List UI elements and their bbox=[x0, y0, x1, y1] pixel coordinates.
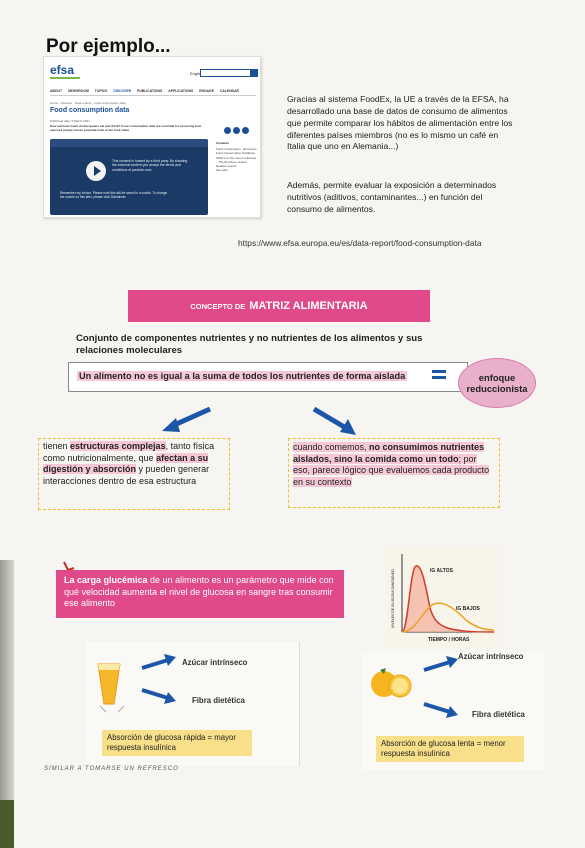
search-input bbox=[200, 69, 256, 77]
source-url: https://www.efsa.europa.eu/es/data-repor… bbox=[238, 238, 482, 248]
sidebar-item: Related reports bbox=[216, 163, 237, 168]
juice-result: Absorción de glucosa rápida = mayor resp… bbox=[102, 730, 252, 757]
efsa-lede: How and how much do Europeans eat and dr… bbox=[50, 124, 202, 132]
glass-shadow-icon bbox=[99, 705, 125, 713]
sidebar-item: See also bbox=[216, 168, 228, 173]
note-text: y pueden generar interacciones dentro de… bbox=[43, 464, 210, 487]
sidebar-item: Food consumption · European Food Consump… bbox=[216, 147, 257, 156]
equals-icon bbox=[432, 370, 446, 380]
play-icon bbox=[86, 161, 106, 181]
nav-item: PUBLICATIONS bbox=[137, 89, 163, 93]
glycemic-definition: de un alimento es un parámetro que mide … bbox=[64, 575, 334, 609]
arrow-down-right-icon bbox=[312, 406, 356, 435]
low-ig-curve bbox=[401, 602, 495, 633]
concept-name: MATRIZ ALIMENTARIA bbox=[249, 300, 368, 312]
whole-food-note: cuando comemos, no consumimos nutrientes… bbox=[288, 438, 500, 508]
glycemic-term: La carga glucémica bbox=[64, 575, 148, 585]
arrow-down-left-icon bbox=[162, 406, 212, 432]
facebook-icon bbox=[224, 127, 231, 134]
matrix-definition: Conjunto de componentes nutrientes y no … bbox=[76, 333, 423, 356]
video-title-bar bbox=[50, 139, 208, 147]
twitter-icon bbox=[233, 127, 240, 134]
statement-text: Un alimento no es igual a la suma de tod… bbox=[77, 371, 408, 381]
concept-banner: CONCEPTO DE MATRIZ ALIMENTARIA bbox=[128, 290, 430, 322]
note-text: , tanto física como nutricionalmente, qu… bbox=[43, 441, 215, 463]
efsa-website-screenshot: efsa English ABOUT NEWSROOM TOPICS DISCO… bbox=[43, 56, 261, 218]
nav-item: NEWSROOM bbox=[68, 89, 89, 93]
note-bold: estructuras complejas bbox=[70, 441, 166, 451]
glycemic-load-banner: La carga glucémica de un alimento es un … bbox=[56, 570, 344, 618]
arrow-up-right-icon bbox=[423, 656, 458, 672]
note-text: tienen bbox=[43, 441, 71, 451]
juice-sugar-label: Azúcar intrínseco bbox=[182, 658, 248, 667]
nav-item: TOPICS bbox=[94, 89, 108, 93]
video-player: This content is hosted by a third party.… bbox=[50, 139, 208, 215]
share-icons bbox=[224, 127, 249, 134]
note-text: cuando comemos, bbox=[293, 442, 370, 452]
published-date: Published date: 5 March 2021 bbox=[50, 119, 90, 123]
breadcrumb: Home · Discover · Data reports · Food co… bbox=[50, 101, 126, 105]
foodex-paragraph: Gracias al sistema FoodEx, la UE a travé… bbox=[287, 94, 513, 152]
graph-y-label: NIVELES DE GLUCOSA SANGUÍNEO bbox=[391, 569, 395, 628]
efsa-logo-underline bbox=[50, 77, 80, 79]
page-edge-dark bbox=[0, 800, 14, 848]
arrow-down-right-icon bbox=[141, 688, 176, 704]
graph-x-label: TIEMPO / HORAS bbox=[428, 637, 470, 643]
graph-background bbox=[386, 548, 498, 648]
complex-structures-note: tienen estructuras complejas, tanto físi… bbox=[38, 438, 230, 510]
sidebar-title: Contents bbox=[216, 141, 229, 145]
high-ig-curve bbox=[401, 565, 495, 633]
nav-item: ABOUT bbox=[50, 89, 63, 93]
sidebar-item: What's on the menu in Europe – The EU Me… bbox=[216, 155, 257, 164]
linkedin-icon bbox=[242, 127, 249, 134]
high-ig-label: IG ALTOS bbox=[430, 568, 454, 574]
nav-item: ENGAGE bbox=[199, 89, 214, 93]
efsa-logo: efsa bbox=[50, 63, 75, 77]
nav-item-active: DISCOVER bbox=[113, 89, 132, 93]
efsa-sidebar: Contents Food consumption · European Foo… bbox=[216, 141, 258, 172]
nav-item: APPLICATIONS bbox=[168, 89, 194, 93]
high-ig-area bbox=[402, 565, 494, 632]
efsa-nav: ABOUT NEWSROOM TOPICS DISCOVER PUBLICATI… bbox=[50, 89, 256, 96]
juice-card: Azúcar intrínseco Fibra dietética Absorc… bbox=[86, 642, 300, 766]
exposure-paragraph: Además, permite evaluar la exposición a … bbox=[287, 180, 497, 214]
low-ig-label: IG BAJOS bbox=[456, 606, 481, 612]
orange-fiber-label: Fibra dietética bbox=[472, 710, 525, 719]
orange-result: Absorción de glucosa lenta = menor respu… bbox=[376, 736, 524, 763]
video-cookie-notice: Remember my choice. Please note this wil… bbox=[60, 191, 168, 200]
video-notice: This content is hosted by a third party.… bbox=[112, 159, 188, 172]
search-icon bbox=[250, 69, 258, 77]
arrow-up-right-icon bbox=[141, 654, 176, 670]
orange-card: Azúcar intrínseco Fibra dietética Absorc… bbox=[362, 652, 544, 770]
page-edge-shadow bbox=[0, 560, 14, 848]
glycemic-index-graph: IG ALTOS IG BAJOS TIEMPO / HORAS NIVELES… bbox=[386, 548, 498, 648]
handwritten-note: SIMILAR A TOMARSE UN REFRESCO bbox=[44, 766, 179, 772]
concept-prefix: CONCEPTO DE bbox=[190, 301, 246, 311]
juice-fiber-label: Fibra dietética bbox=[192, 696, 245, 705]
juice-glass-icon bbox=[97, 663, 121, 705]
language-selector: English bbox=[190, 71, 204, 76]
arrow-down-right-icon bbox=[423, 702, 458, 718]
nav-item: CALENDAR bbox=[219, 89, 239, 93]
page-title: Por ejemplo... bbox=[46, 36, 171, 57]
statement-box: Un alimento no es igual a la suma de tod… bbox=[68, 362, 468, 392]
reductionist-bubble: enfoque reduccionista bbox=[458, 358, 536, 408]
orange-fruit-icon bbox=[371, 668, 412, 698]
orange-sugar-label: Azúcar intrínseco bbox=[458, 652, 524, 661]
efsa-heading: Food consumption data bbox=[50, 107, 130, 114]
